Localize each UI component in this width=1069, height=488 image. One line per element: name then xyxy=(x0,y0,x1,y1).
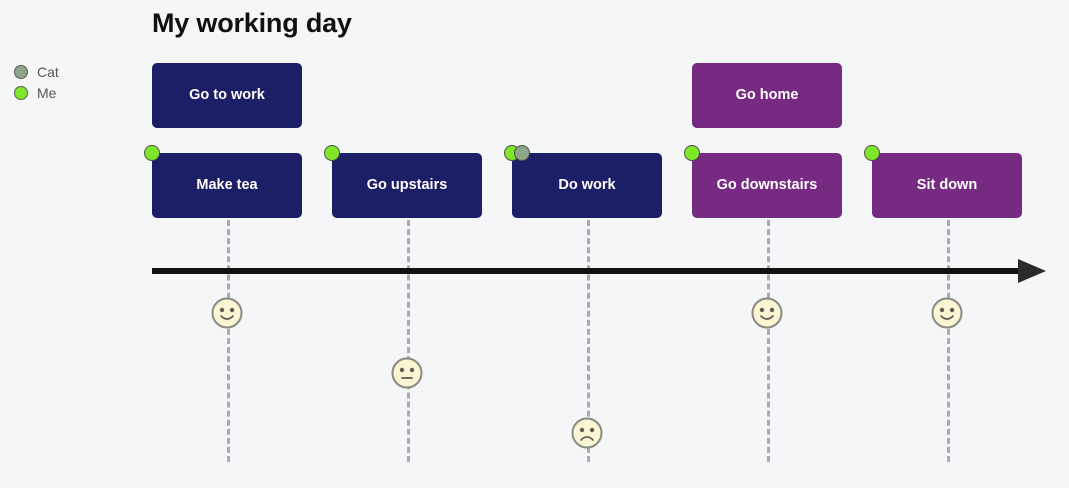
legend-label: Cat xyxy=(37,64,59,80)
task-label: Go downstairs xyxy=(716,177,818,194)
task-label: Go to work xyxy=(189,87,265,104)
participant-marker-group xyxy=(864,145,880,161)
legend-item-me: Me xyxy=(14,84,59,102)
participant-dot-me-icon xyxy=(684,145,700,161)
mood-face-happy-icon xyxy=(211,297,243,329)
participant-dot-me-icon xyxy=(324,145,340,161)
participant-marker-group xyxy=(504,145,530,161)
task-box-do-work[interactable]: Do work xyxy=(504,145,662,218)
task-label: Do work xyxy=(558,177,616,194)
mood-face-neutral-icon xyxy=(391,357,423,389)
mood-face-happy-icon xyxy=(751,297,783,329)
task-box-go-to-work[interactable]: Go to work xyxy=(152,63,302,128)
connector-line xyxy=(587,220,590,462)
page-title: My working day xyxy=(152,8,352,38)
connector-line xyxy=(767,220,770,462)
participant-dot-cat-icon xyxy=(514,145,530,161)
legend-item-cat: Cat xyxy=(14,63,59,81)
timeline-axis xyxy=(152,268,1024,274)
legend-swatch-icon xyxy=(14,65,28,79)
connector-line xyxy=(407,220,410,462)
legend-label: Me xyxy=(37,85,57,101)
participant-marker-group xyxy=(684,145,700,161)
participant-marker-group xyxy=(324,145,340,161)
right-arrow-icon xyxy=(1018,259,1046,283)
task-label: Go home xyxy=(735,87,799,104)
mood-face-sad-icon xyxy=(571,417,603,449)
participant-dot-me-icon xyxy=(144,145,160,161)
task-label: Go upstairs xyxy=(366,177,448,194)
task-box-go-upstairs[interactable]: Go upstairs xyxy=(324,145,482,218)
connector-line xyxy=(227,220,230,462)
task-label: Sit down xyxy=(916,177,978,194)
task-label: Make tea xyxy=(196,177,258,194)
task-box-make-tea[interactable]: Make tea xyxy=(144,145,302,218)
participant-dot-me-icon xyxy=(864,145,880,161)
task-box-go-downstairs[interactable]: Go downstairs xyxy=(684,145,842,218)
task-box-sit-down[interactable]: Sit down xyxy=(864,145,1022,218)
connector-line xyxy=(947,220,950,462)
participant-marker-group xyxy=(144,145,160,161)
mood-face-happy-icon xyxy=(931,297,963,329)
legend-swatch-icon xyxy=(14,86,28,100)
task-box-go-home[interactable]: Go home xyxy=(692,63,842,128)
